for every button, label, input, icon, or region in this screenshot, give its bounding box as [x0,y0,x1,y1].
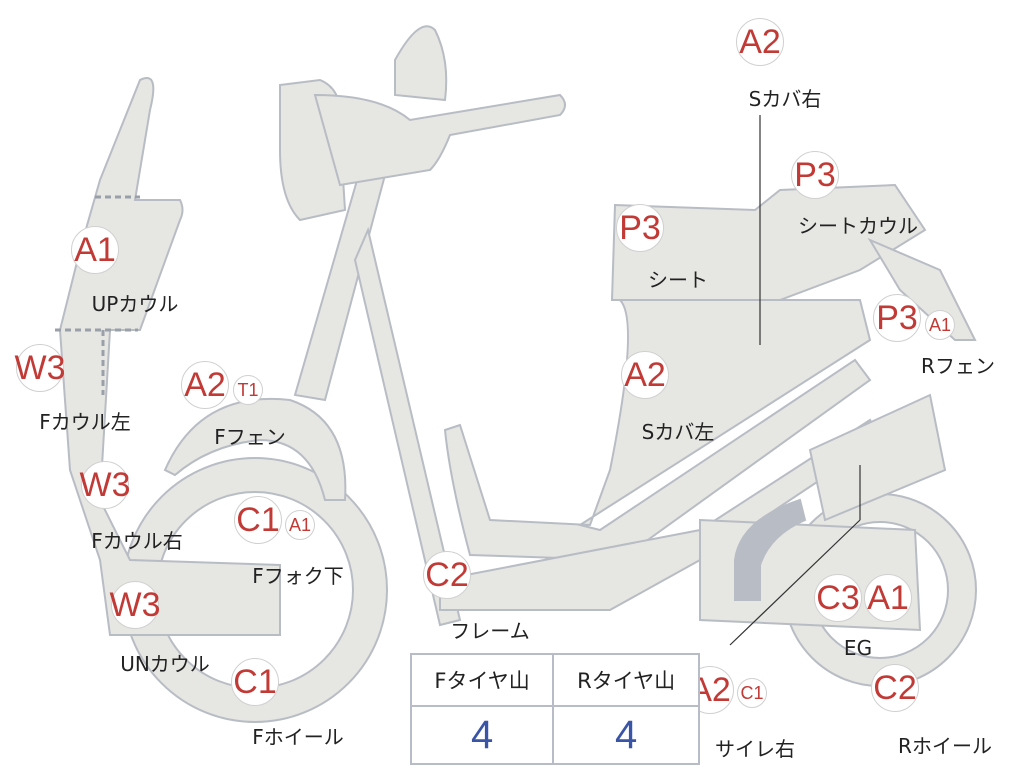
part-label: Fフェン [214,425,286,449]
front-tire-value: 4 [409,705,555,765]
part-label: Fホイール [252,725,344,749]
grade-badge: P3 [616,204,664,252]
mirror [394,25,448,102]
grade-badge: A2 [736,18,784,66]
part-label: Fフォク下 [252,564,344,588]
grade-badge: C3 [814,574,862,622]
part-label: シートカウル [798,214,918,238]
sub-grade-badge: T1 [233,375,263,405]
grade-badge: A2 [621,351,669,399]
rear-tire-value: 4 [552,705,700,765]
grade-badge: C1 [234,496,282,544]
grade-badge: W3 [15,344,66,392]
rear-tire-header: Rタイヤ山 [552,653,700,707]
seat-shape [610,183,927,301]
sub-grade-badge: C1 [737,678,767,708]
frame-body [443,299,872,562]
grade-badge: W3 [110,581,161,629]
grade-badge: P3 [873,294,921,342]
grade-badge: C2 [423,551,471,599]
grade-badge-2: A1 [864,574,912,622]
grade-badge: A1 [71,226,119,274]
part-label: Rフェン [921,354,995,378]
part-label: UPカウル [91,292,179,316]
part-label: Sカバ左 [641,420,715,444]
tire-tread-table: Fタイヤ山 Rタイヤ山 4 4 [409,653,700,765]
front-tire-header: Fタイヤ山 [409,653,555,707]
sub-grade-badge: A1 [925,310,955,340]
front-fender [163,397,347,501]
part-label: Fカウル左 [39,410,131,434]
part-label: シート [648,268,708,292]
part-label: Fカウル右 [91,529,183,553]
part-label: サイレ右 [715,737,795,761]
part-label: UNカウル [120,652,210,676]
muffler [808,393,947,522]
sub-grade-badge: A1 [285,510,315,540]
grade-badge: C2 [871,664,919,712]
part-label: フレーム [450,619,530,643]
grade-badge: P3 [791,151,839,199]
part-label: Sカバ右 [748,87,822,111]
grade-badge: C1 [231,658,279,706]
grade-badge: W3 [80,461,131,509]
front-cowl [58,77,281,636]
grade-badge: A2 [181,361,229,409]
part-label: EG [843,636,873,660]
part-label: Rホイール [898,734,992,758]
